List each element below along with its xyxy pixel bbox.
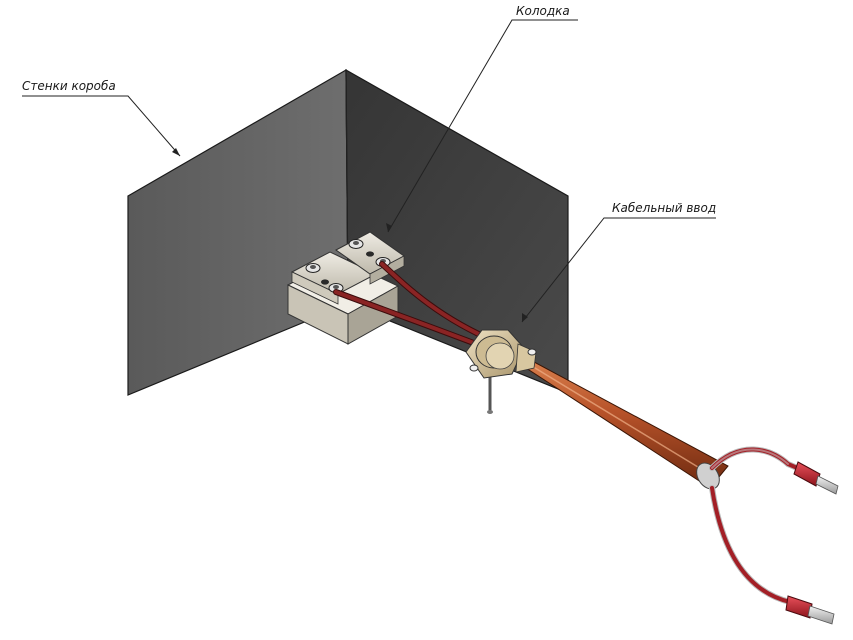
label-gland: Кабельный ввод	[612, 201, 716, 215]
ferrule-lower	[785, 595, 835, 625]
right-wall	[345, 68, 569, 394]
screw-icon	[348, 239, 364, 249]
leader-block	[387, 19, 578, 233]
leader-gland	[521, 217, 716, 323]
label-walls: Стенки короба	[22, 79, 116, 93]
label-block: Колодка	[516, 4, 570, 18]
leader-lines	[22, 19, 716, 323]
screw-icon	[305, 263, 321, 273]
exit-conductors	[709, 446, 805, 605]
ferrule-upper	[793, 461, 839, 495]
cable	[507, 347, 729, 489]
leader-walls	[22, 95, 181, 157]
left-wall	[127, 68, 349, 396]
cable-gland	[465, 329, 537, 414]
